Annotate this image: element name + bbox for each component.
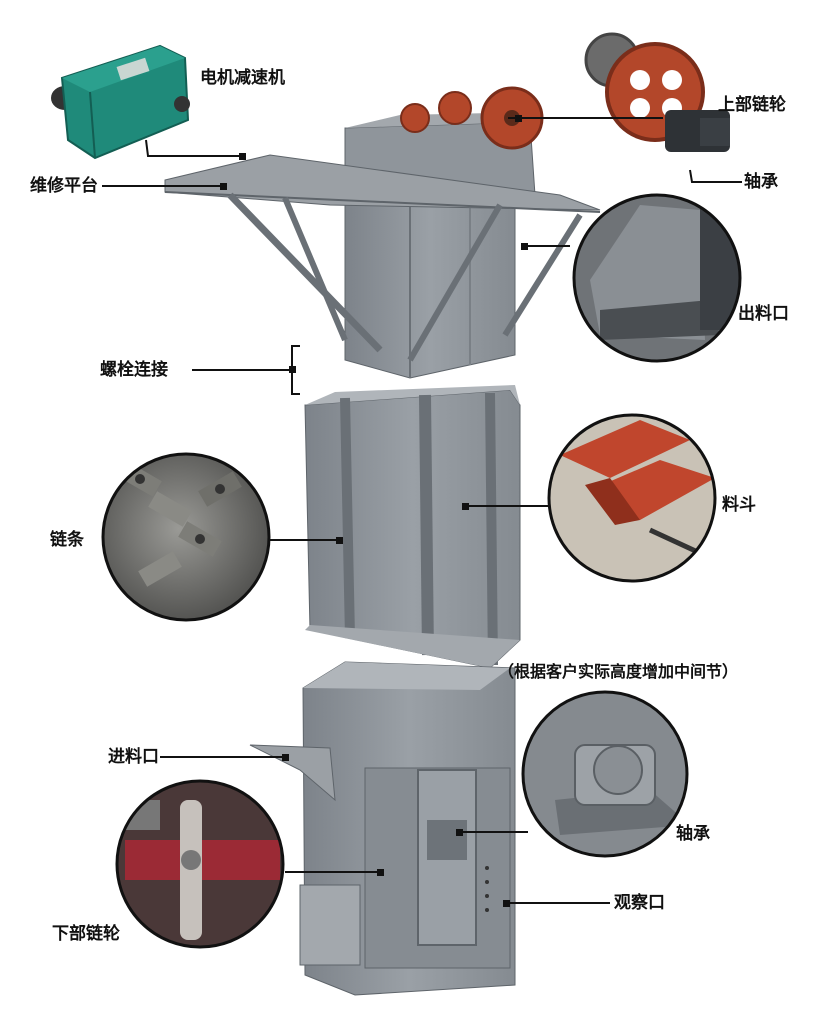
label-inspection-port: 观察口 xyxy=(614,893,665,913)
label-bolt-connection: 螺栓连接 xyxy=(100,360,168,380)
upper-sprocket-image xyxy=(584,32,730,152)
middle-section xyxy=(304,385,521,669)
note-middle-section: （根据客户实际高度增加中间节） xyxy=(498,662,739,681)
head-section xyxy=(164,86,601,379)
label-hopper: 料斗 xyxy=(722,495,756,515)
label-chain: 链条 xyxy=(50,530,84,550)
bearing-photo xyxy=(521,690,689,858)
label-bearing-bottom: 轴承 xyxy=(676,824,710,844)
hopper-photo xyxy=(547,413,717,583)
label-motor-reducer: 电机减速机 xyxy=(200,68,285,88)
label-lower-sprocket: 下部链轮 xyxy=(52,924,120,944)
boot-section xyxy=(249,661,516,996)
leader-lines xyxy=(102,117,742,904)
label-maintenance-platform: 维修平台 xyxy=(30,176,98,196)
discharge-outlet-photo xyxy=(572,193,742,363)
motor-reducer-image xyxy=(51,44,190,160)
leader-dots xyxy=(220,115,528,907)
label-feed-inlet: 进料口 xyxy=(108,747,159,767)
inspection-holes xyxy=(485,866,489,912)
label-upper-sprocket: 上部链轮 xyxy=(718,95,786,115)
chain-photo xyxy=(101,452,271,622)
lower-sprocket-photo xyxy=(115,779,285,949)
label-bearing-top: 轴承 xyxy=(744,172,778,192)
label-discharge-outlet: 出料口 xyxy=(738,304,789,324)
